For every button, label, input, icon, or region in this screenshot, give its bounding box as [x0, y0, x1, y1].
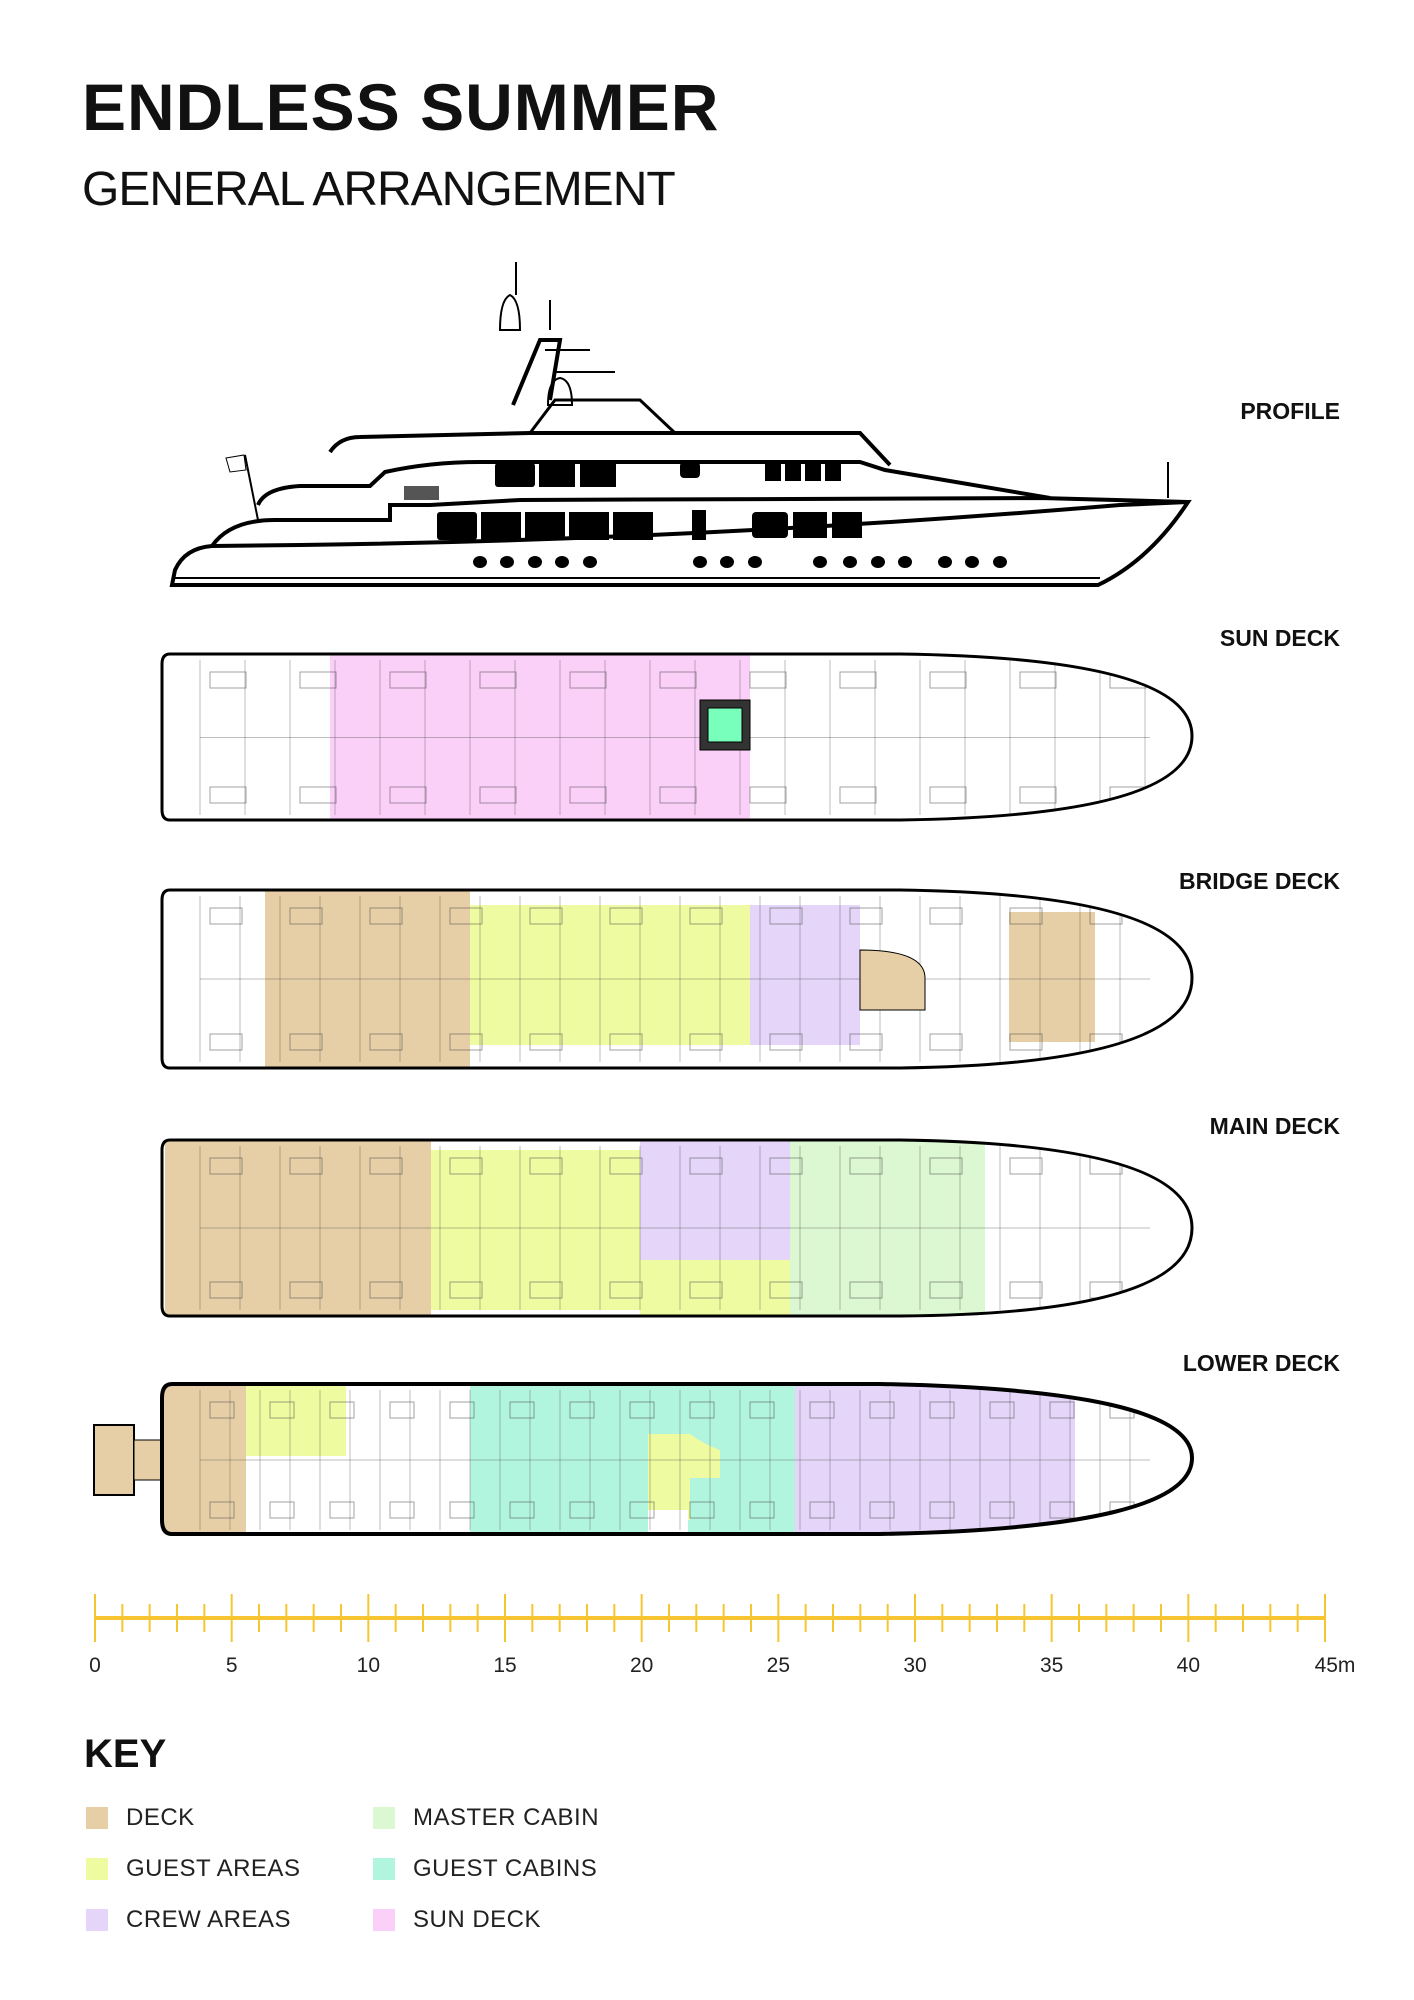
- scale-tick-label: 45m: [1314, 1654, 1356, 1677]
- zone-crew-areas: [795, 1384, 1075, 1534]
- porthole: [898, 556, 912, 568]
- scale-tick-label: 0: [89, 1654, 101, 1677]
- key-label: DECK: [126, 1804, 195, 1831]
- zone-guest-areas: [246, 1384, 346, 1456]
- plan-lines-sun: [199, 660, 1150, 815]
- key-item: GUEST AREAS: [86, 1855, 300, 1883]
- porthole: [813, 556, 827, 568]
- zone-deck: [265, 890, 470, 1068]
- key-swatch: [373, 1858, 395, 1880]
- mast: [511, 338, 563, 406]
- label-lower-deck: LOWER DECK: [1182, 1350, 1340, 1376]
- zone-crew-areas: [750, 905, 860, 1045]
- key-swatch: [86, 1807, 108, 1829]
- porthole: [555, 556, 569, 568]
- zone-guest-areas: [431, 1150, 640, 1310]
- porthole: [993, 556, 1007, 568]
- scale-tick-label: 20: [629, 1654, 654, 1677]
- porthole: [748, 556, 762, 568]
- zone-guest-areas: [470, 905, 750, 1045]
- plan-lines-main: [199, 1146, 1150, 1310]
- porthole: [720, 556, 734, 568]
- radome: [498, 293, 522, 331]
- profile-drawing: [169, 262, 1192, 587]
- porthole: [500, 556, 514, 568]
- bridge-deck-plan: [160, 888, 1194, 1070]
- porthole: [473, 556, 487, 568]
- swim-platform: [93, 1424, 135, 1496]
- key-item: CREW AREAS: [86, 1906, 291, 1934]
- main-superstructure: [210, 495, 1189, 548]
- flagpole-stern: [244, 454, 259, 521]
- key-label: MASTER CABIN: [413, 1804, 600, 1831]
- radome-2: [546, 376, 574, 406]
- zone-master-cabin: [790, 1140, 985, 1316]
- zone-guest-cabins: [470, 1384, 795, 1534]
- key-item: GUEST CABINS: [373, 1855, 597, 1883]
- porthole: [693, 556, 707, 568]
- page-title: ENDLESS SUMMER: [82, 70, 720, 144]
- scale-tick-label: 15: [493, 1654, 517, 1677]
- zone-deck-helipad: [859, 949, 926, 1011]
- radar-arm: [545, 349, 615, 373]
- key-title: KEY: [84, 1732, 167, 1776]
- key-label: GUEST CABINS: [413, 1855, 598, 1882]
- label-bridge-deck: BRIDGE DECK: [1178, 868, 1340, 894]
- plan-lines-lower: [199, 1390, 1150, 1530]
- key-swatch: [86, 1858, 108, 1880]
- hull: [169, 499, 1192, 587]
- portholes: [473, 556, 1007, 568]
- windows: [404, 462, 862, 540]
- page-subtitle: GENERAL ARRANGEMENT: [82, 163, 676, 216]
- label-profile: PROFILE: [1240, 398, 1340, 424]
- scale-tick-label: 5: [225, 1654, 238, 1677]
- scale-tick-label: 35: [1039, 1654, 1064, 1677]
- zone-deck: [162, 1384, 246, 1534]
- key-label: CREW AREAS: [126, 1906, 292, 1933]
- scale-tick-label: 40: [1176, 1654, 1201, 1677]
- key-label: GUEST AREAS: [126, 1855, 301, 1882]
- upper-roof: [528, 398, 677, 435]
- label-main-deck: MAIN DECK: [1209, 1113, 1340, 1139]
- label-sun-deck: SUN DECK: [1219, 625, 1340, 651]
- sun-deck-roof: [328, 431, 892, 467]
- key-swatch: [373, 1909, 395, 1931]
- key-item: MASTER CABIN: [373, 1804, 599, 1832]
- scale-bar: [94, 1594, 1326, 1642]
- lower-deck-plan: [93, 1382, 1195, 1536]
- scale-tick-label: 10: [356, 1654, 381, 1677]
- drawings: [93, 262, 1326, 1642]
- bridge-superstructure: [256, 460, 1051, 506]
- zone-deck: [165, 1140, 431, 1316]
- sun-deck-plan: [160, 652, 1194, 822]
- porthole: [843, 556, 857, 568]
- key-label: SUN DECK: [413, 1906, 542, 1933]
- mast-pole: [515, 262, 551, 330]
- scale-tick-label: 25: [766, 1654, 791, 1677]
- porthole: [528, 556, 542, 568]
- porthole: [871, 556, 885, 568]
- key-item: SUN DECK: [373, 1906, 541, 1934]
- zone-sun-deck: [330, 654, 750, 820]
- porthole: [965, 556, 979, 568]
- key-swatch: [373, 1807, 395, 1829]
- zone-deck-bow: [1009, 912, 1095, 1042]
- main-deck-plan: [160, 1138, 1194, 1318]
- flag-stern: [225, 454, 247, 473]
- zone-crew-areas: [640, 1140, 790, 1260]
- key-swatch: [86, 1909, 108, 1931]
- porthole: [583, 556, 597, 568]
- key-item: DECK: [86, 1804, 195, 1832]
- porthole: [938, 556, 952, 568]
- scale-tick-label: 30: [903, 1654, 927, 1677]
